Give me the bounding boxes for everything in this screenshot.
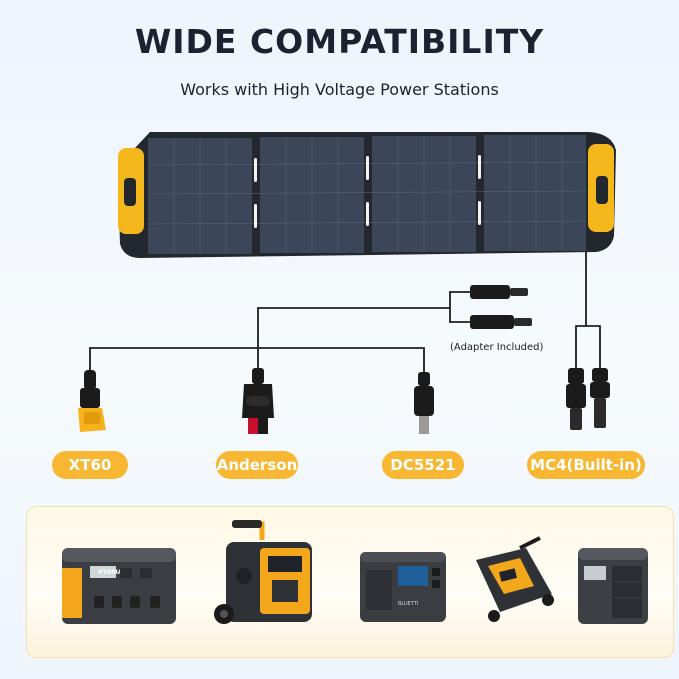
mc4-builtin-connector-icon	[566, 368, 610, 430]
vtoman-station-icon: VTOMAN	[62, 548, 176, 624]
wheeled-station-icon	[476, 536, 554, 622]
adapter-note: (Adapter Included)	[450, 342, 544, 353]
anderson-connector-icon	[242, 368, 274, 434]
trolley-station-icon	[214, 520, 312, 624]
right-handle-icon	[588, 144, 614, 232]
left-handle-icon	[118, 148, 144, 234]
dc5521-connector-icon	[414, 372, 434, 434]
xt60-label: XT60	[52, 451, 128, 479]
bluetti-brand: BLUETTI	[398, 601, 418, 607]
solar-panel	[118, 132, 616, 258]
mc4-label: MC4(Built-in)	[527, 451, 645, 479]
dc5521-label: DC5521	[382, 451, 464, 479]
xt60-connector-icon	[78, 370, 106, 432]
anderson-label: Anderson	[216, 451, 298, 479]
solar-cells	[147, 135, 587, 254]
page-title: WIDE COMPATIBILITY	[134, 22, 545, 61]
vtoman-brand: VTOMAN	[98, 569, 127, 576]
tall-station-icon	[578, 548, 648, 624]
cables	[89, 252, 601, 372]
bluetti-station-icon: BLUETTI	[360, 552, 446, 622]
mc4-adapter-connector-icon	[470, 285, 532, 329]
page-subtitle: Works with High Voltage Power Stations	[180, 80, 499, 99]
